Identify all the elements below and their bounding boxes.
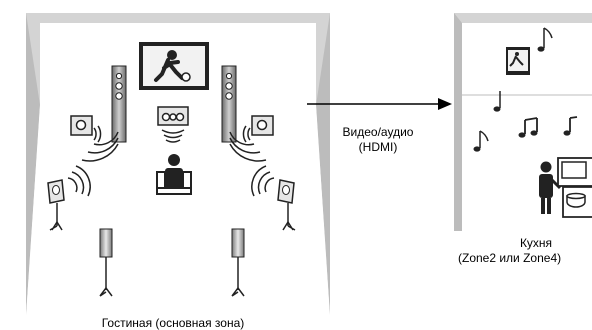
kitchen-label-line1: Кухня bbox=[519, 236, 553, 250]
tv-icon bbox=[139, 42, 209, 90]
kitchen-label-line2: (Zone2 или Zone4) bbox=[458, 251, 562, 265]
listener-icon bbox=[156, 154, 192, 195]
signal-label-line2: (HDMI) bbox=[358, 140, 398, 154]
kitchen-tv-icon bbox=[506, 47, 530, 75]
surround-right-speaker-icon bbox=[251, 165, 296, 231]
living-room-label: Гостиная (основная зона) bbox=[101, 316, 245, 330]
surround-back-left-speaker-icon bbox=[99, 228, 113, 297]
presence-right-speaker-icon bbox=[242, 115, 274, 143]
arrow-right-icon bbox=[307, 98, 452, 110]
front-left-speaker-icon bbox=[81, 65, 127, 162]
surround-back-right-speaker-icon bbox=[231, 228, 245, 297]
front-right-speaker-icon bbox=[221, 65, 267, 162]
music-note-icon bbox=[473, 27, 578, 152]
presence-left-speaker-icon bbox=[70, 115, 102, 143]
signal-label-line1: Видео/аудио bbox=[342, 125, 414, 139]
person-cooking-icon bbox=[539, 157, 592, 218]
surround-left-speaker-icon bbox=[47, 165, 91, 231]
center-speaker-icon bbox=[157, 106, 189, 143]
